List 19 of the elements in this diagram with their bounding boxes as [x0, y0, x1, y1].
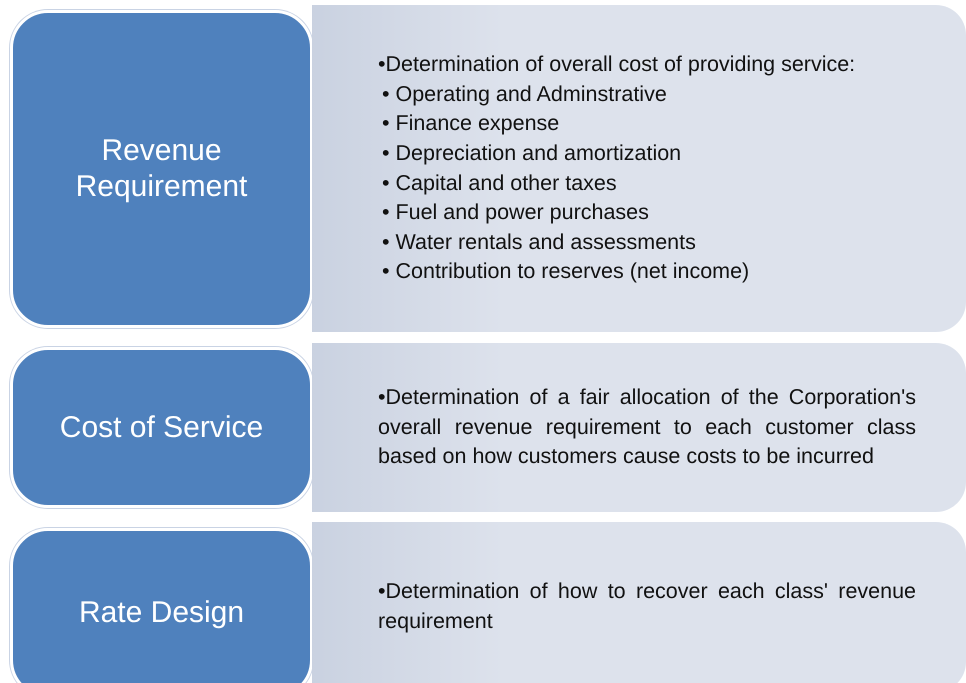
- stage-title: Rate Design: [78, 595, 244, 631]
- list-item: • Operating and Adminstrative: [381, 80, 668, 108]
- description-panel: [312, 522, 966, 683]
- description-panel: [312, 5, 966, 332]
- list-item: • Water rentals and assessments: [381, 228, 697, 256]
- list-item: • Capital and other taxes: [381, 170, 618, 196]
- list-item: • Depreciation and amortization: [381, 140, 682, 167]
- list-item: • Contribution to reserves (net income): [381, 258, 750, 286]
- stage-box: [10, 10, 313, 328]
- list-item: • Fuel and power purchases: [381, 199, 650, 226]
- list-item: • Finance expense: [381, 110, 560, 138]
- stage-title: Cost of Service: [60, 410, 264, 446]
- stage-title: Revenue Requirement: [74, 133, 248, 205]
- description-text: •Determination of overall cost of providing service:: [378, 50, 856, 78]
- description-text: •Determination of how to recover each class' revenue requirement: [378, 578, 916, 635]
- stage-box: [10, 528, 313, 683]
- stage-box: [10, 347, 313, 508]
- description-text: •Determination of a fair allocation of the Corporation's overall revenue requirement to each customer class based on how customers cause costs to be incurred: [378, 384, 916, 470]
- description-panel: [312, 343, 966, 512]
